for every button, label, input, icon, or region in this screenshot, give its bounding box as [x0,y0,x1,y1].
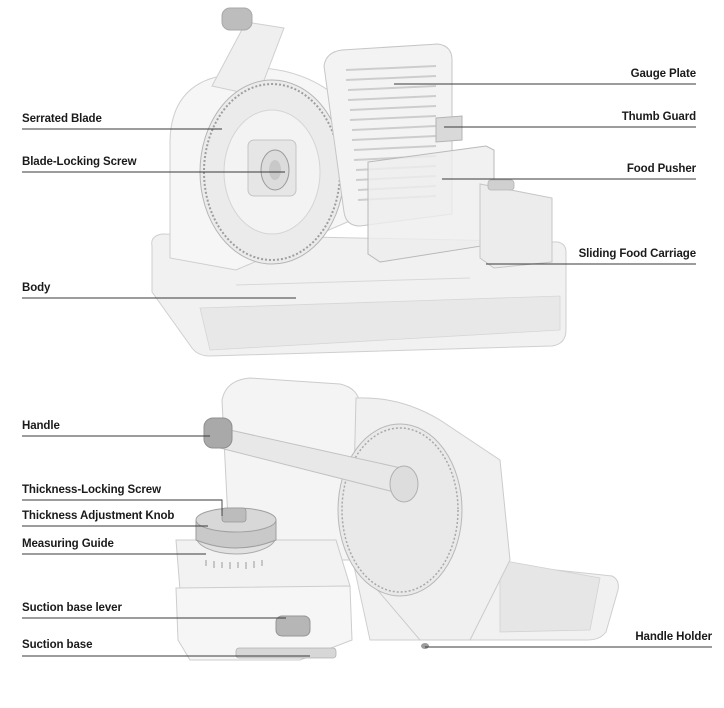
label-thumb-guard: Thumb Guard [621,111,696,123]
bottom-handle-grip [203,417,233,449]
label-sliding-food-carriage: Sliding Food Carriage [578,248,696,260]
label-gauge-plate: Gauge Plate [630,68,696,80]
top-thumb-guard [435,115,463,143]
bottom-blade [337,423,463,597]
top-slicer-illustration [151,7,567,357]
label-suction-base-lever: Suction base lever [22,602,122,614]
label-measuring-guide: Measuring Guide [22,538,114,550]
label-food-pusher: Food Pusher [626,163,696,175]
label-handle-holder: Handle Holder [635,631,712,643]
bottom-slicer-illustration [175,377,619,661]
bottom-handle-holder [421,643,429,649]
bottom-suction-base [235,647,337,659]
label-serrated-blade: Serrated Blade [22,113,102,125]
top-food-pusher [367,145,495,263]
top-carriage-wall [479,183,553,269]
leader-lines [22,83,712,657]
label-thickness-locking-screw: Thickness-Locking Screw [22,484,161,496]
label-body: Body [22,282,51,294]
label-handle: Handle [22,420,60,432]
bottom-thickness-locking-screw [221,507,247,523]
label-suction-base: Suction base [22,639,93,651]
leader-thickness-locking-screw [22,499,223,516]
top-crank-knob [221,7,253,31]
bottom-suction-lever [275,615,311,637]
label-blade-locking-screw: Blade-Locking Screw [22,156,137,168]
label-thickness-adjustment-knob: Thickness Adjustment Knob [22,510,175,522]
